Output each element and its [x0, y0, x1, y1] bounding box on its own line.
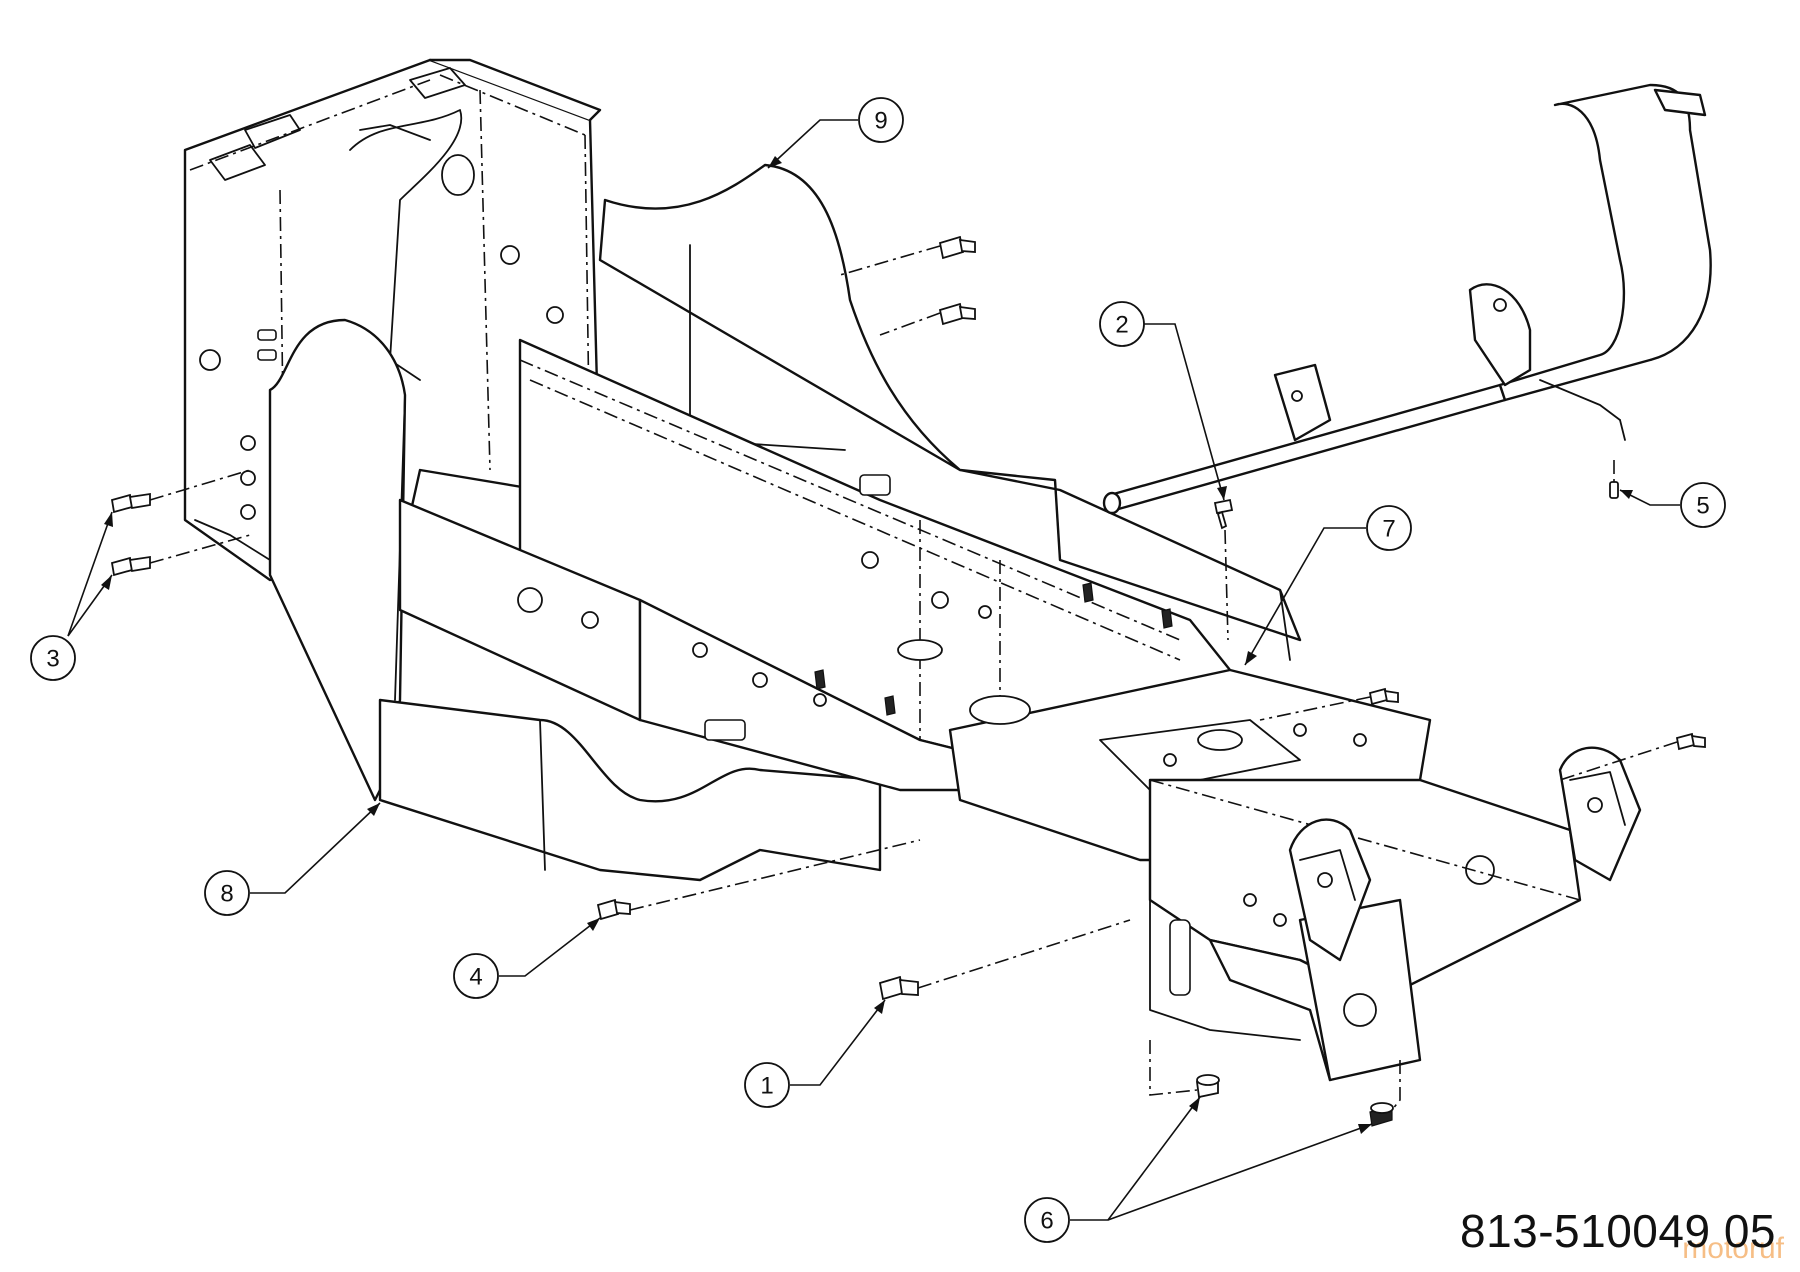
callout-3: 3	[30, 511, 113, 681]
bushing-part-6-lower	[1369, 1102, 1394, 1127]
callout-2-label: 2	[1115, 312, 1128, 339]
callout-5: 5	[1619, 482, 1726, 528]
callout-1: 1	[744, 999, 886, 1108]
diagram-part-number: 813-510049 05	[1459, 1205, 1776, 1257]
watermark-logo: motoruf	[1682, 1232, 1784, 1265]
bolt-part-1	[878, 975, 919, 1001]
callout-7: 7	[1244, 505, 1412, 666]
callout-6: 6	[1024, 1096, 1373, 1243]
front-frame-bracket	[1148, 778, 1582, 1082]
assembly-centerlines	[149, 245, 1678, 1111]
bushing-part-6-upper	[1195, 1074, 1220, 1099]
bolt-front-right-upper	[1368, 687, 1399, 706]
callout-8: 8	[204, 802, 381, 916]
callout-4-label: 4	[469, 964, 482, 991]
callout-8-label: 8	[220, 881, 233, 908]
callout-6-label: 6	[1040, 1208, 1053, 1235]
callout-9: 9	[767, 97, 904, 169]
deck-hanger-right	[1558, 746, 1642, 882]
callout-1-label: 1	[760, 1073, 773, 1100]
callout-3-label: 3	[46, 646, 59, 673]
bolt-part-3-lower	[110, 555, 151, 577]
callout-9-label: 9	[874, 108, 887, 135]
bolt-part-9-upper	[938, 235, 976, 260]
main-frame-rails	[398, 338, 1232, 792]
bolt-front-right-lower	[1675, 732, 1706, 751]
callout-2: 2	[1099, 301, 1227, 501]
callout-7-label: 7	[1382, 516, 1395, 543]
callout-5-label: 5	[1696, 493, 1709, 520]
callout-4: 4	[453, 917, 601, 999]
pin-part-5	[1609, 481, 1619, 499]
left-side-panel	[268, 318, 882, 882]
deck-hanger-left	[1288, 818, 1372, 962]
bolt-part-3-upper	[110, 492, 151, 514]
screw-part-2	[1213, 498, 1234, 530]
bolt-part-4	[596, 898, 631, 921]
bolt-part-9-lower	[938, 302, 976, 326]
frame-studs	[814, 582, 1173, 716]
lift-shaft	[1102, 83, 1712, 515]
